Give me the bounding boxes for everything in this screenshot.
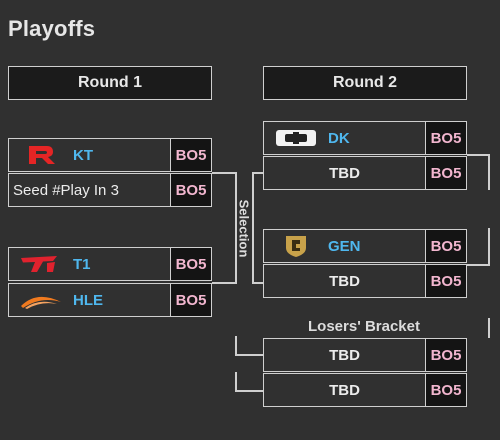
bracket-connector	[235, 354, 263, 356]
team-cell: T1	[9, 248, 170, 280]
best-of-badge: BO5	[170, 248, 211, 280]
bracket-connector	[467, 264, 489, 266]
team-name: TBD	[329, 272, 360, 290]
team-cell: HLE	[9, 284, 170, 316]
bracket-connector	[488, 228, 490, 266]
best-of-badge: BO5	[170, 284, 211, 316]
round-1-label: Round 1	[78, 74, 142, 91]
match-row-seed[interactable]: Seed #Play In 3 BO5	[8, 173, 212, 207]
round-1-header: Round 1	[8, 66, 212, 100]
team-cell: TBD	[264, 265, 425, 297]
team-name: Seed #Play In 3	[13, 181, 119, 199]
match-row-hle[interactable]: HLE BO5	[8, 283, 212, 317]
kt-logo-icon	[29, 146, 55, 164]
best-of-badge: BO5	[425, 265, 466, 297]
best-of-badge: BO5	[425, 230, 466, 262]
bracket-connector	[235, 336, 237, 356]
bracket-connector	[488, 154, 490, 190]
team-name[interactable]: T1	[73, 255, 91, 273]
best-of-badge: BO5	[170, 139, 211, 171]
best-of-badge: BO5	[425, 122, 466, 154]
best-of-badge: BO5	[425, 157, 466, 189]
selection-label: Selection	[236, 199, 252, 258]
team-cell: DK	[264, 122, 425, 154]
bracket-connector	[488, 318, 490, 338]
team-name[interactable]: GEN	[328, 237, 361, 255]
bracket-connector	[235, 390, 263, 392]
team-cell: TBD	[264, 339, 425, 371]
losers-match-row[interactable]: TBD BO5	[263, 373, 467, 407]
round-2-header: Round 2	[263, 66, 467, 100]
bracket-connector	[235, 172, 237, 284]
team-cell: KT	[9, 139, 170, 171]
team-name[interactable]: DK	[328, 129, 350, 147]
team-name: TBD	[329, 346, 360, 364]
t1-logo-icon	[21, 256, 57, 272]
match-row-gen[interactable]: GEN BO5	[263, 229, 467, 263]
match-row-tbd[interactable]: TBD BO5	[263, 156, 467, 190]
team-cell: TBD	[264, 157, 425, 189]
match-row-kt[interactable]: KT BO5	[8, 138, 212, 172]
best-of-badge: BO5	[425, 339, 466, 371]
team-cell: Seed #Play In 3	[9, 174, 170, 206]
bracket-connector	[212, 282, 236, 284]
match-row-dk[interactable]: DK BO5	[263, 121, 467, 155]
match-row-t1[interactable]: T1 BO5	[8, 247, 212, 281]
bracket-connector	[212, 172, 236, 174]
team-cell: TBD	[264, 374, 425, 406]
best-of-badge: BO5	[170, 174, 211, 206]
losers-match-row[interactable]: TBD BO5	[263, 338, 467, 372]
losers-bracket-label: Losers' Bracket	[308, 318, 420, 335]
match-row-tbd[interactable]: TBD BO5	[263, 264, 467, 298]
page-title: Playoffs	[8, 16, 96, 41]
bracket-connector	[235, 372, 237, 392]
dk-logo-icon	[276, 130, 316, 146]
best-of-badge: BO5	[425, 374, 466, 406]
hle-logo-icon	[21, 296, 61, 309]
round-2-label: Round 2	[333, 74, 397, 91]
gen-logo-icon	[286, 236, 306, 257]
bracket-connector	[252, 282, 263, 284]
bracket-connector	[252, 172, 263, 174]
bracket-connector	[467, 154, 489, 156]
team-name: TBD	[329, 381, 360, 399]
bracket-connector	[252, 172, 254, 284]
team-name[interactable]: HLE	[73, 291, 103, 309]
team-cell: GEN	[264, 230, 425, 262]
team-name: TBD	[329, 164, 360, 182]
team-name[interactable]: KT	[73, 146, 93, 164]
